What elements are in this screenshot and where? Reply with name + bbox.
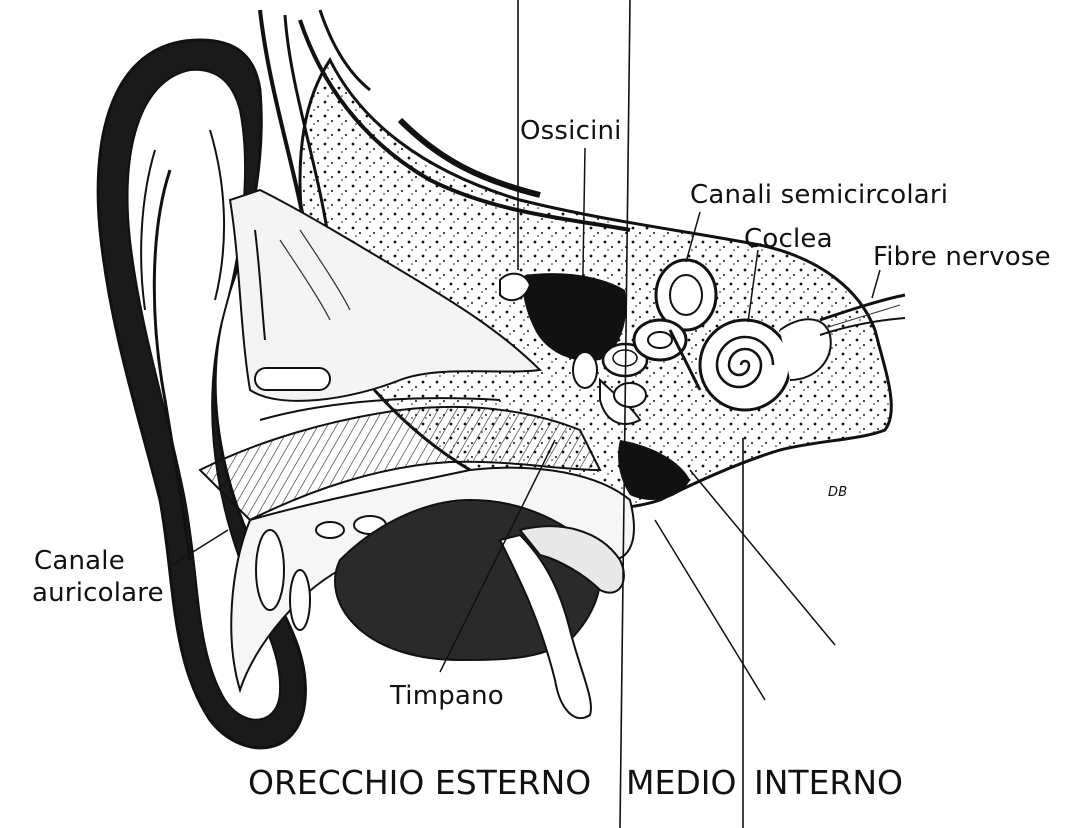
auditory-nerve [819, 293, 906, 336]
section-interno: INTERNO [754, 763, 904, 802]
section-medio: MEDIO [626, 763, 737, 802]
section-dividers [517, 0, 744, 828]
section-esterno: ORECCHIO ESTERNO [248, 763, 592, 802]
tympanic-cavity [499, 272, 690, 500]
label-auricolare: auricolare [32, 578, 164, 608]
artist-signature: DB [828, 485, 848, 500]
cochlea [698, 318, 832, 412]
semicircular-canals [632, 258, 718, 391]
label-fibre-nervose: Fibre nervose [873, 242, 1051, 272]
ear-canal [198, 397, 602, 522]
cartilage [228, 188, 543, 402]
ossicles [572, 342, 649, 425]
label-ossicini: Ossicini [520, 116, 622, 146]
label-coclea: Coclea [744, 224, 833, 254]
label-timpano: Timpano [390, 681, 504, 711]
leader-lines [171, 147, 881, 701]
label-canali-semicircolari: Canali semicircolari [690, 180, 949, 210]
middle-ear-cavity [334, 498, 625, 720]
label-canale: Canale [34, 546, 125, 576]
